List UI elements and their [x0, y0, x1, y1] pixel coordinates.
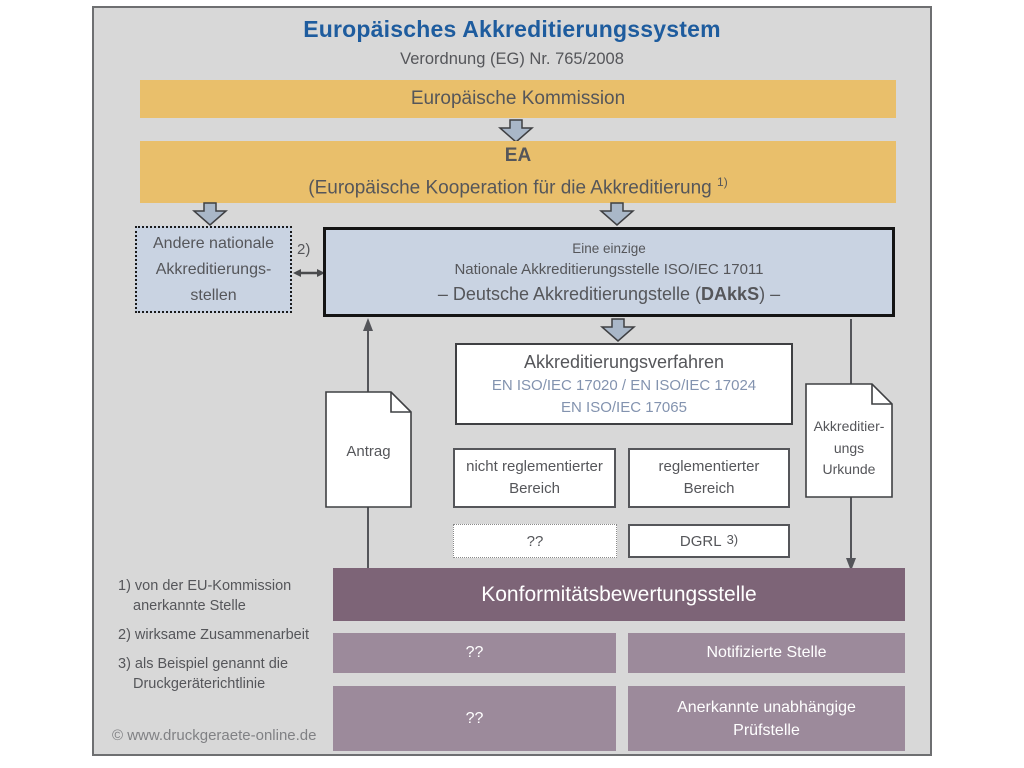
box-dakks-line2: Nationale Akkreditierungsstelle ISO/IEC …: [454, 260, 764, 278]
box-regl-line2: Bereich: [683, 480, 735, 497]
footnote-3-line1: 3) als Beispiel genannt die: [118, 656, 289, 672]
footnote-ref-2-label: 2): [297, 241, 311, 258]
box-row1-right-label: Notifizierte Stelle: [706, 644, 827, 661]
document-icon: [325, 391, 412, 508]
box-konformitaetsbewertungsstelle: Konformitätsbewertungsstelle: [333, 568, 905, 621]
box-andere-line3: stellen: [190, 286, 237, 304]
box-dgrl-label: DGRL: [679, 532, 722, 550]
box-dakks-line3: – Deutsche Akkreditierungstelle (DAkkS) …: [438, 281, 780, 307]
box-andere-nationale-stellen: Andere nationale Akkreditierungs- stelle…: [135, 226, 292, 313]
box-ea-footnote-ref: 1): [717, 175, 728, 190]
box-andere-line1: Andere nationale: [153, 234, 274, 252]
box-dakks-line3-prefix: – Deutsche Akkreditierungstelle (: [437, 283, 702, 304]
box-ea-title: EA: [504, 145, 532, 167]
document-antrag-label: Antrag: [346, 443, 391, 460]
box-unknown-label: ??: [526, 532, 544, 550]
box-reglementierter-bereich: reglementierter Bereich: [628, 448, 790, 508]
box-nicht-regl-line2: Bereich: [509, 480, 560, 497]
box-ea-subtitle: (Europäische Kooperation für die Akkredi…: [308, 169, 727, 201]
box-akkreditierungsverfahren: Akkreditierungsverfahren EN ISO/IEC 1702…: [455, 343, 793, 425]
box-dakks-line1: Eine einzige: [572, 240, 646, 256]
box-dakks-line3-bold: DAkkS: [701, 283, 760, 304]
document-urkunde-line3: Urkunde: [822, 461, 876, 477]
box-regl-line1: reglementierter: [658, 458, 760, 475]
box-andere-line2: Akkreditierungs-: [155, 260, 272, 278]
box-notifizierte-stelle: Notifizierte Stelle: [628, 633, 905, 673]
document-akkreditierungsurkunde: Akkreditier- ungs Urkunde: [805, 383, 893, 498]
page-title: Europäisches Akkreditierungssystem: [303, 16, 721, 42]
arrow-ea-to-dakks-icon: [599, 202, 635, 226]
box-unknown-nicht-reglementiert: ??: [453, 524, 617, 558]
box-verfahren-iso-line1: EN ISO/IEC 17020 / EN ISO/IEC 17024: [491, 377, 757, 394]
box-konformitaet-label: Konformitätsbewertungsstelle: [481, 582, 757, 606]
diagram-panel: Europäisches Akkreditierungssystem Veror…: [92, 6, 932, 756]
double-arrow-icon: [292, 266, 326, 280]
box-unknown-row2: ??: [333, 686, 616, 751]
box-unknown-row1: ??: [333, 633, 616, 673]
footnote-2-line1: 2) wirksame Zusammenarbeit: [118, 627, 309, 643]
arrow-dakks-to-verfahren-icon: [600, 318, 636, 342]
box-verfahren-title: Akkreditierungsverfahren: [523, 352, 725, 372]
box-row2-left-label: ??: [465, 709, 484, 727]
box-verfahren-iso-line2: EN ISO/IEC 17065: [561, 399, 687, 416]
box-dgrl-footnote-ref: 3): [726, 531, 739, 547]
footnote-1-line2: anerkannte Stelle: [133, 598, 246, 614]
box-row1-left-label: ??: [465, 644, 484, 661]
footnote-3: 3) als Beispiel genannt die Druckgeräter…: [118, 654, 328, 694]
box-nicht-reglementierter-bereich: nicht reglementierter Bereich: [453, 448, 616, 508]
arrow-ea-to-andere-icon: [192, 202, 228, 226]
box-anerkannte-pruefstelle: Anerkannte unabhängige Prüfstelle: [628, 686, 905, 751]
page-subtitle: Verordnung (EG) Nr. 765/2008: [400, 50, 624, 68]
footnote-1-line1: 1) von der EU-Kommission: [118, 578, 292, 594]
document-urkunde-label: Akkreditier- ungs Urkunde: [805, 416, 893, 481]
document-antrag: Antrag: [325, 391, 412, 508]
box-row2-right-line1: Anerkannte unabhängige: [677, 698, 856, 716]
document-urkunde-line1: Akkreditier-: [813, 418, 885, 434]
document-icon: [805, 383, 893, 498]
copyright: © www.druckgeraete-online.de: [112, 727, 317, 744]
box-row2-right-line2: Prüfstelle: [733, 721, 800, 739]
box-europaeische-kommission: Europäische Kommission: [140, 80, 896, 118]
arrow-kommission-to-ea-icon: [498, 119, 534, 143]
footnote-2: 2) wirksame Zusammenarbeit: [118, 625, 328, 645]
footnotes: 1) von der EU-Kommission anerkannte Stel…: [118, 576, 328, 703]
box-ea-subtitle-text: (Europäische Kooperation für die Akkredi…: [308, 177, 712, 199]
box-dakks: Eine einzige Nationale Akkreditierungsst…: [323, 227, 895, 317]
box-europaeische-kommission-label: Europäische Kommission: [410, 88, 626, 109]
document-urkunde-line2: ungs: [833, 439, 865, 456]
box-ea: EA (Europäische Kooperation für die Akkr…: [140, 141, 896, 203]
box-nicht-regl-line1: nicht reglementierter: [466, 458, 603, 475]
footnote-3-line2: Druckgeräterichtlinie: [133, 676, 266, 692]
footnote-1: 1) von der EU-Kommission anerkannte Stel…: [118, 576, 328, 616]
box-dakks-line3-suffix: ) –: [759, 283, 781, 304]
